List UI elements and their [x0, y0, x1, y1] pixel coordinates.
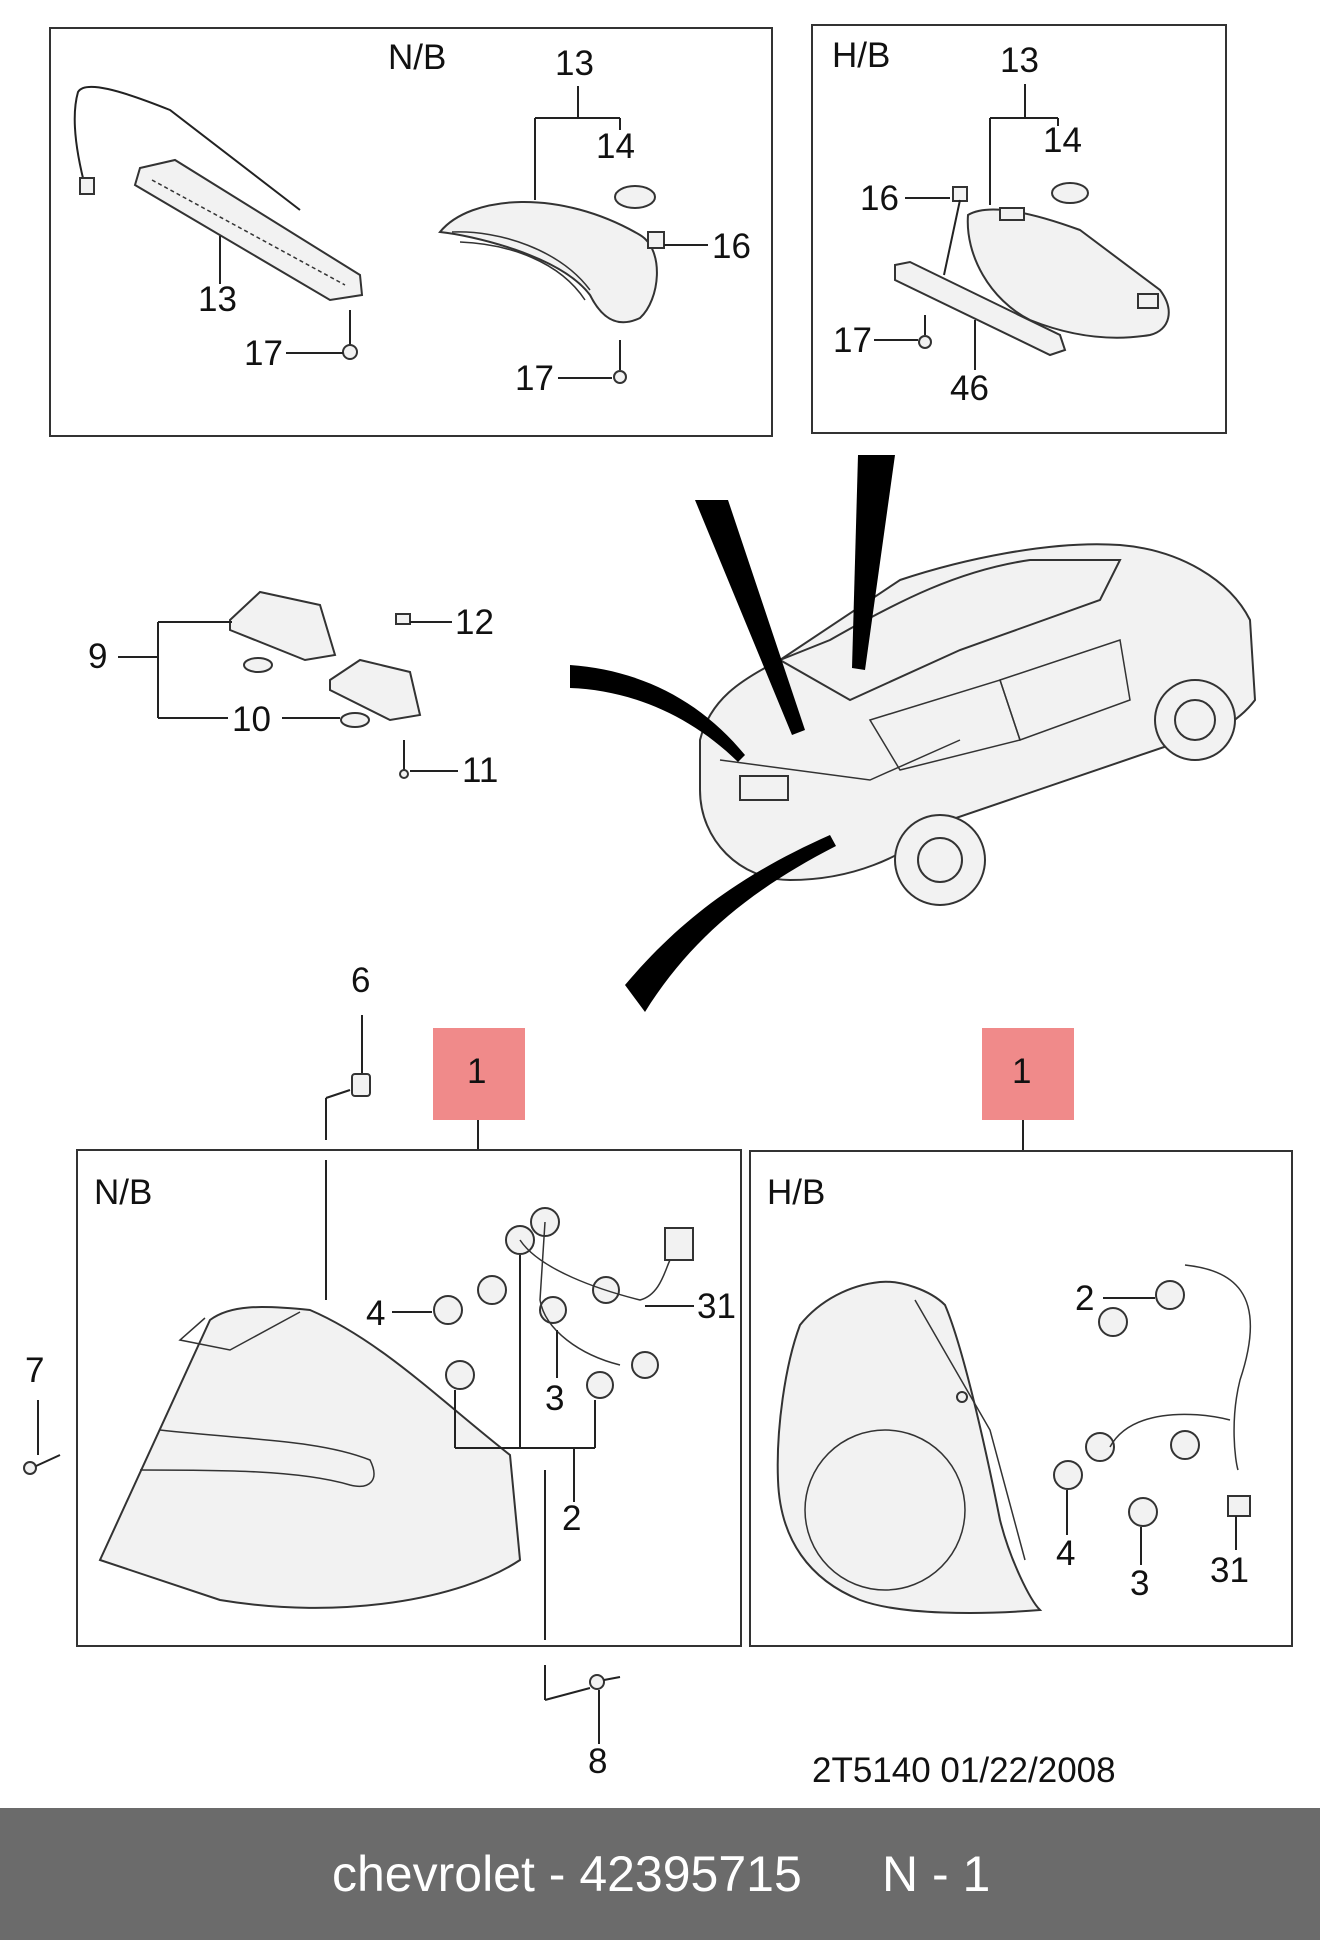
screw-11: [399, 740, 409, 779]
callout-hl1a: 1: [467, 1052, 486, 1091]
screw-7: [23, 1454, 61, 1475]
screw-6: [325, 1073, 371, 1140]
callout-r31: 31: [1210, 1551, 1249, 1590]
panel-top-left-frame: [49, 27, 773, 437]
callout-p10: 10: [232, 700, 271, 739]
footer-bar: [0, 1808, 1320, 1940]
callout-h46: 46: [950, 369, 989, 408]
pointer-arrow-upper-right: [852, 455, 895, 670]
callout-l3: 3: [545, 1379, 564, 1418]
lamp-bar-strip: [73, 85, 364, 302]
document-code: 2T5140 01/22/2008: [812, 1751, 1116, 1790]
callout-p9: 9: [88, 637, 107, 676]
hb-clip-16: [952, 186, 968, 202]
hb-screw-17: [918, 315, 932, 349]
panel-bottom-left-title: N/B: [94, 1173, 152, 1212]
callout-h13: 13: [1000, 41, 1039, 80]
callout-p12: 12: [455, 603, 494, 642]
panel-top-left-title: N/B: [388, 38, 446, 77]
footer-brand-part: chevrolet - 42395715: [332, 1846, 802, 1902]
callout-n16a: 16: [712, 227, 751, 266]
screw-17-left: [342, 310, 358, 360]
callout-p8: 8: [588, 1742, 607, 1781]
callout-l2: 2: [562, 1499, 581, 1538]
panel-top-right-frame: [811, 24, 1227, 434]
license-lamp-left: [229, 590, 337, 673]
highlight-box-right: [982, 1028, 1074, 1120]
callout-n17b: 17: [515, 359, 554, 398]
hb-lamp-housing: [894, 207, 1170, 357]
clip-16: [647, 231, 665, 249]
pointer-arrow-left: [570, 665, 745, 762]
car-rear-view: [699, 543, 1257, 906]
tail-lamp-nb: [98, 1160, 522, 1609]
callout-p11: 11: [462, 751, 498, 790]
callout-l31: 31: [697, 1287, 736, 1326]
tail-lamp-hb: [776, 1280, 1043, 1614]
callout-p6: 6: [351, 961, 370, 1000]
callout-p7: 7: [25, 1351, 44, 1390]
callout-h14: 14: [1043, 121, 1082, 160]
footer-page: N - 1: [882, 1846, 991, 1902]
bulb-14: [614, 185, 656, 209]
callout-n14a: 14: [596, 127, 635, 166]
callout-r3: 3: [1130, 1564, 1149, 1603]
callout-n13b: 13: [555, 44, 594, 83]
bulb-socket-group-hb: [1053, 1264, 1252, 1527]
license-lamp-right: [329, 658, 422, 728]
pointer-arrow-lower: [625, 835, 836, 1012]
hb-bulb-14: [1051, 182, 1089, 204]
pointer-arrow-upper-left: [695, 500, 805, 735]
clip-12: [395, 613, 411, 625]
callout-n13a: 13: [198, 280, 237, 319]
callout-h17: 17: [833, 321, 872, 360]
panel-top-right-title: H/B: [832, 36, 890, 75]
screw-17-right: [613, 340, 627, 384]
callout-h16: 16: [860, 179, 899, 218]
lamp-housing: [438, 201, 658, 324]
callout-r2: 2: [1075, 1279, 1094, 1318]
callout-r4: 4: [1056, 1534, 1075, 1573]
callout-n17a: 17: [244, 334, 283, 373]
callout-hl1b: 1: [1012, 1052, 1031, 1091]
callout-l4: 4: [366, 1294, 385, 1333]
panel-bottom-left-frame: [76, 1149, 742, 1647]
highlight-box-left: [433, 1028, 525, 1120]
panel-bottom-right-frame: [749, 1150, 1293, 1647]
bulb-socket-group-nb: [433, 1207, 694, 1399]
screw-8: [589, 1674, 621, 1690]
panel-bottom-right-title: H/B: [767, 1173, 825, 1212]
